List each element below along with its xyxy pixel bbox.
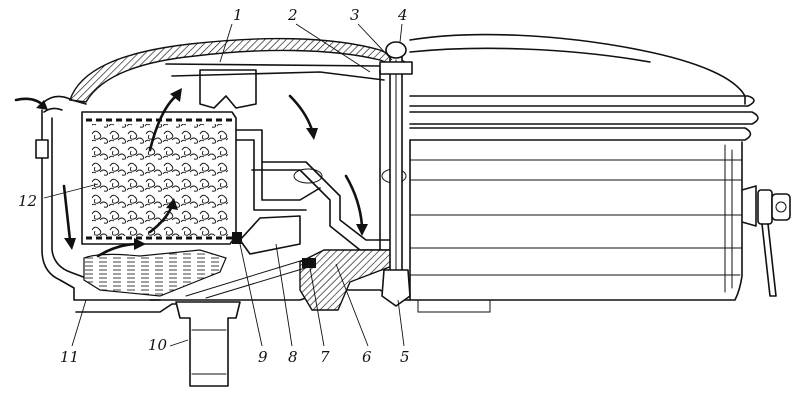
callout-labels: 1 2 3 4 5 6 7 8 9 10 11 12 bbox=[18, 6, 410, 366]
callout-6: 6 bbox=[362, 348, 372, 366]
leader-lines bbox=[43, 23, 405, 347]
callout-9: 9 bbox=[258, 348, 268, 366]
callout-5: 5 bbox=[400, 348, 410, 366]
housing-section bbox=[35, 37, 413, 387]
callout-8: 8 bbox=[288, 348, 298, 366]
housing-exterior bbox=[409, 33, 791, 313]
callout-4: 4 bbox=[397, 6, 408, 24]
callout-11: 11 bbox=[60, 348, 79, 366]
callout-1: 1 bbox=[233, 6, 243, 24]
callout-12: 12 bbox=[18, 192, 37, 210]
callout-2: 2 bbox=[287, 6, 298, 24]
callout-3: 3 bbox=[350, 6, 360, 24]
callout-10: 10 bbox=[148, 336, 168, 354]
airflow-arrows bbox=[14, 88, 368, 258]
callout-7: 7 bbox=[320, 348, 330, 366]
